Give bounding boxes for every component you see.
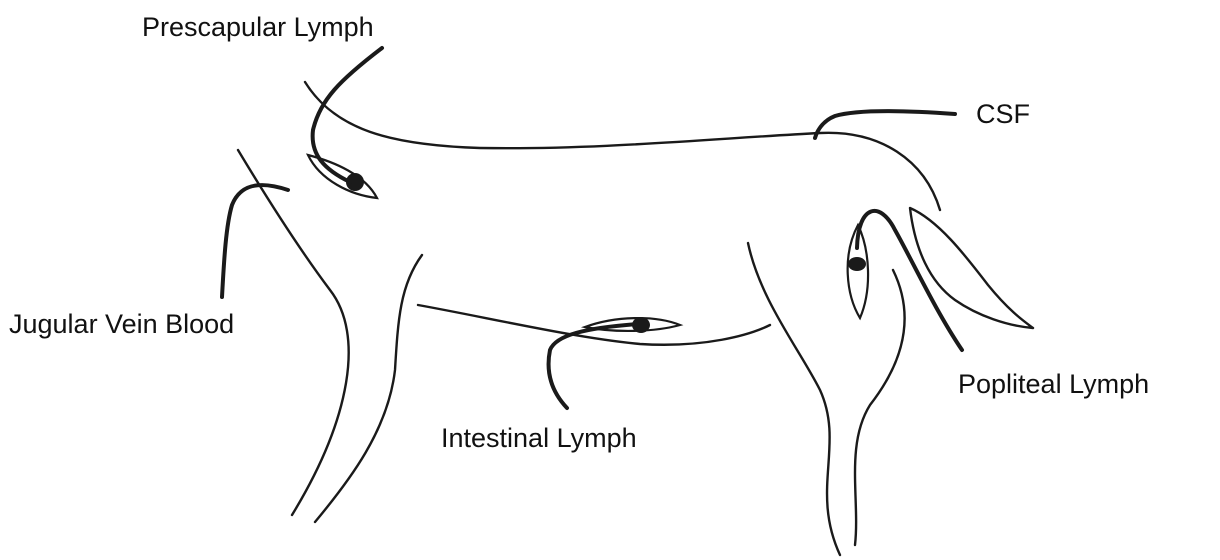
label-csf: CSF: [976, 101, 1030, 128]
label-intestinal-lymph: Intestinal Lymph: [441, 425, 637, 452]
back-line: [305, 82, 940, 210]
intestinal-leader: [549, 324, 637, 408]
foreleg-back-line: [315, 255, 422, 522]
popliteal-leader: [857, 211, 962, 350]
popliteal-node-dot: [848, 257, 866, 271]
prescapular-leader: [313, 48, 382, 182]
label-prescapular-lymph: Prescapular Lymph: [142, 14, 374, 41]
label-jugular-vein-blood: Jugular Vein Blood: [9, 311, 234, 338]
hind-leg-front-line: [748, 243, 840, 555]
jugular-leader: [222, 185, 288, 297]
tail-line: [910, 208, 1033, 328]
neck-front-line: [238, 150, 349, 515]
label-popliteal-lymph: Popliteal Lymph: [958, 371, 1149, 398]
leader-lines: [222, 48, 962, 408]
